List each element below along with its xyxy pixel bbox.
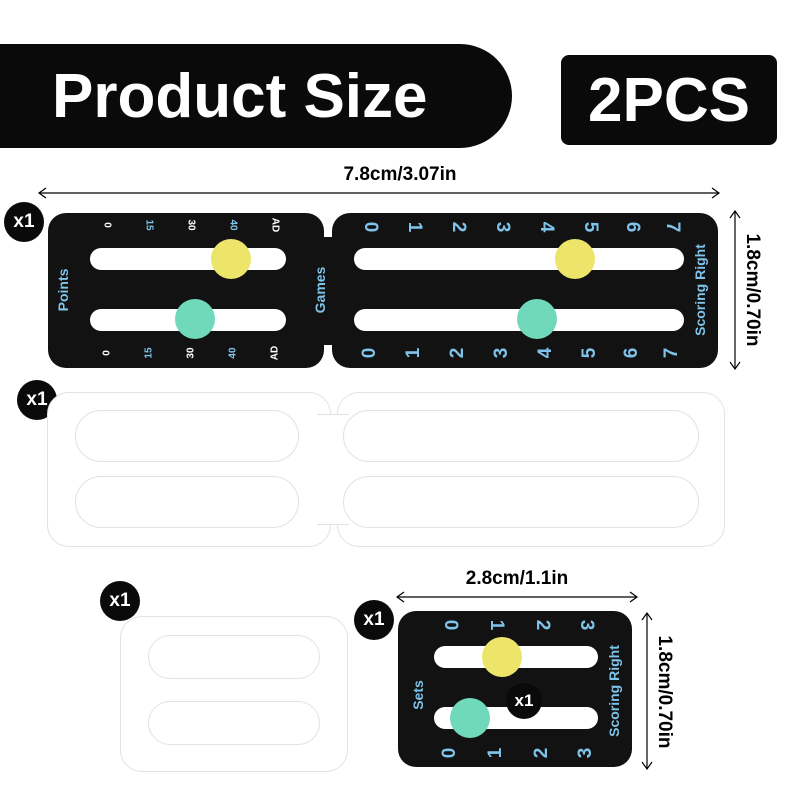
film-slot	[343, 410, 699, 462]
tick-label: 1	[486, 619, 507, 631]
tick-label: 0	[360, 221, 381, 233]
scoring-right-label: Scoring Right	[692, 244, 708, 336]
tick-label: 7	[661, 347, 682, 359]
small-board-count-badge: x1	[354, 600, 394, 640]
tick-label: AD	[269, 345, 281, 361]
count-text: x1	[363, 609, 385, 630]
tick-label: 40	[227, 219, 239, 231]
small-width-label: 2.8cm/1.1in	[465, 568, 569, 589]
tick-label: 30	[185, 347, 197, 359]
large-score-board: Points Games Scoring Right 0 15 30 40 AD…	[48, 213, 718, 368]
points-label: Points	[55, 268, 71, 312]
small-height-label: 1.8cm/0.70in	[654, 635, 675, 749]
tick-label: 0	[101, 222, 113, 228]
tick-label: 7	[662, 221, 683, 233]
count-text: x1	[109, 590, 131, 611]
tick-label: AD	[269, 217, 281, 233]
points-panel	[48, 213, 324, 368]
tick-label: 3	[491, 347, 512, 359]
film-slot	[148, 635, 320, 679]
small-height-arrow	[641, 611, 653, 771]
points-slot-top	[90, 248, 286, 270]
sets-label: Sets	[410, 680, 426, 710]
tick-label: 2	[447, 347, 468, 359]
tick-label: 0	[440, 619, 461, 631]
film-slot	[75, 410, 299, 462]
tick-label: 0	[101, 350, 113, 356]
tick-label: 3	[492, 221, 513, 233]
tick-label: 1	[403, 347, 424, 359]
games-panel	[332, 213, 718, 368]
games-label: Games	[312, 266, 328, 314]
small-scoring-right-label: Scoring Right	[606, 645, 622, 737]
tick-label: 2	[531, 747, 552, 759]
tick-label: 5	[580, 221, 601, 233]
large-height-arrow	[729, 209, 741, 371]
small-protective-film	[120, 616, 348, 772]
film-right-panel	[337, 392, 725, 547]
tick-label: 15	[143, 347, 155, 359]
tick-label: 0	[359, 347, 380, 359]
count-text: x1	[13, 211, 35, 232]
tick-label: 30	[185, 219, 197, 231]
page-title: Product Size	[52, 61, 428, 131]
small-peg-count-badge: x1	[506, 683, 542, 719]
large-protective-film	[47, 392, 725, 547]
tick-label: 2	[448, 221, 469, 233]
large-board-count-badge: x1	[4, 202, 44, 242]
film-slot	[75, 476, 299, 528]
tick-label: 3	[575, 747, 596, 759]
tick-label: 4	[536, 221, 557, 233]
quantity-badge: 2PCS	[561, 55, 777, 145]
count-text: x1	[26, 389, 48, 410]
tick-label: 4	[535, 347, 556, 359]
small-score-board: Sets Scoring Right 0 1 2 3 0 1 2 3 x1	[398, 611, 632, 767]
large-width-arrow	[37, 187, 721, 199]
title-banner: Product Size	[0, 44, 512, 148]
tick-label: 6	[622, 221, 643, 233]
film-slot	[343, 476, 699, 528]
film-slot	[148, 701, 320, 745]
tick-label: 3	[576, 619, 597, 631]
tick-label: 1	[485, 747, 506, 759]
large-height-label: 1.8cm/0.70in	[742, 233, 763, 347]
tick-label: 40	[227, 347, 239, 359]
sets-green-peg[interactable]	[450, 698, 490, 738]
small-film-count-badge: x1	[100, 581, 140, 621]
points-yellow-peg[interactable]	[211, 239, 251, 279]
games-yellow-peg[interactable]	[555, 239, 595, 279]
points-green-peg[interactable]	[175, 299, 215, 339]
sets-yellow-peg[interactable]	[482, 637, 522, 677]
tick-label: 6	[621, 347, 642, 359]
large-width-label: 7.8cm/3.07in	[343, 164, 457, 185]
tick-label: 5	[579, 347, 600, 359]
tick-label: 0	[439, 747, 460, 759]
small-width-arrow	[395, 591, 639, 603]
games-slot-top	[354, 248, 684, 270]
count-text: x1	[514, 691, 534, 710]
tick-label: 2	[532, 619, 553, 631]
games-green-peg[interactable]	[517, 299, 557, 339]
tick-label: 1	[404, 221, 425, 233]
tick-label: 15	[143, 219, 155, 231]
quantity-text: 2PCS	[588, 65, 750, 135]
